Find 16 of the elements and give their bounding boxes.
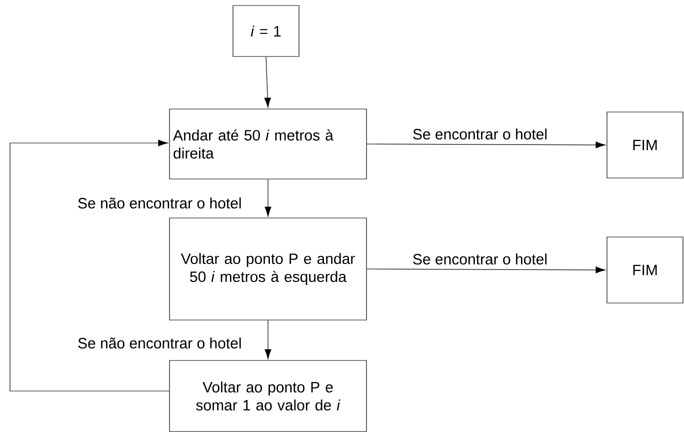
process-box: FIM [606, 112, 684, 178]
edge-label: Se não encontrar o hotel [76, 196, 243, 210]
arrow [10, 140, 170, 392]
edge-label: Se não encontrar o hotel [76, 336, 243, 350]
arrow [366, 142, 606, 148]
process-box: FIM [606, 236, 684, 304]
arrow [264, 56, 271, 108]
arrow [264, 320, 272, 360]
process-box: i = 1 [232, 5, 300, 57]
arrow [366, 266, 606, 274]
process-box: Andar até 50 i metros à direita [169, 108, 367, 180]
edge-label: Se encontrar o hotel [411, 252, 549, 266]
process-box: Voltar ao ponto P e somar 1 ao valor de i [169, 360, 367, 432]
arrow [264, 179, 272, 217]
edge-label: Se encontrar o hotel [411, 128, 549, 140]
process-box: Voltar ao ponto P e andar 50 i metros à esquerda [169, 218, 367, 320]
